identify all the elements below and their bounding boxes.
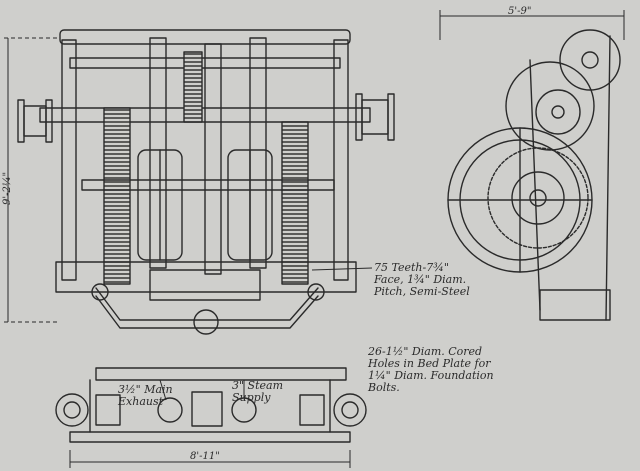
side-hub [511,171,565,225]
bolt-note-line-4: Bolts. [368,381,400,394]
column-3 [249,37,267,269]
gear-note-line-1: 75 Teeth-7¾" [374,261,449,274]
right-winch-drum [355,93,395,141]
right-frame [333,39,349,281]
exhaust-label-line-2: Exhaust [118,395,164,408]
bed-plate [55,261,357,293]
plan-valve-box [191,391,223,427]
steam-label: 3" Steam Supply [232,380,283,404]
gear-note-line-3: Pitch, Semi-Steel [374,285,470,298]
side-upper-wheel [505,61,595,151]
column-2 [204,43,222,275]
bolt-note: 26-1½" Diam. Cored Holes in Bed Plate fo… [368,346,494,394]
bolt-note-line-2: Holes in Bed Plate for [368,357,491,370]
plan-left-flange [55,393,89,427]
side-elevation [447,29,621,321]
plan-view [55,367,367,443]
left-winch-drum [17,99,53,143]
side-width-dimension: 5'-9" [508,6,532,17]
bed-length-dimension: 8'-11" [190,451,220,462]
left-frame [61,39,77,281]
plan-steam-pipe [95,367,347,381]
front-elevation [17,29,395,335]
gear-note-line-2: Face, 1¾" Diam. [374,273,467,286]
side-base [539,289,611,321]
center-pinion [183,51,203,123]
steam-label-line-1: 3" Steam [232,379,284,392]
exhaust-label-line-1: 3½" Main [118,383,173,396]
right-gear-wheel [281,121,309,285]
plan-right-block [299,394,325,426]
stop-valve [193,309,219,335]
dimension-lines [4,10,625,468]
side-gear-teeth [487,147,589,249]
plan-exhaust-port [157,397,183,423]
column-1 [149,37,167,269]
overall-height-dimension: 9'-2¼" [2,171,13,205]
exhaust-label: 3½" Main Exhaust [118,384,173,408]
pipe-loop [95,287,319,321]
bolt-note-line-1: 26-1½" Diam. Cored [368,345,483,358]
steam-label-line-2: Supply [232,391,271,404]
middle-crossbeam [81,179,335,191]
plan-right-flange [333,393,367,427]
gear-note: 75 Teeth-7¾" Face, 1¾" Diam. Pitch, Semi… [374,262,470,298]
bolt-note-line-3: 1¼" Diam. Foundation [368,369,494,382]
left-gear-wheel [103,107,131,285]
side-top-wheel [559,29,621,91]
top-frame-beam [59,29,351,45]
plan-bed-rail [69,431,351,443]
valve-chest [149,269,261,301]
plan-left-block [95,394,121,426]
side-pinion [535,89,581,135]
